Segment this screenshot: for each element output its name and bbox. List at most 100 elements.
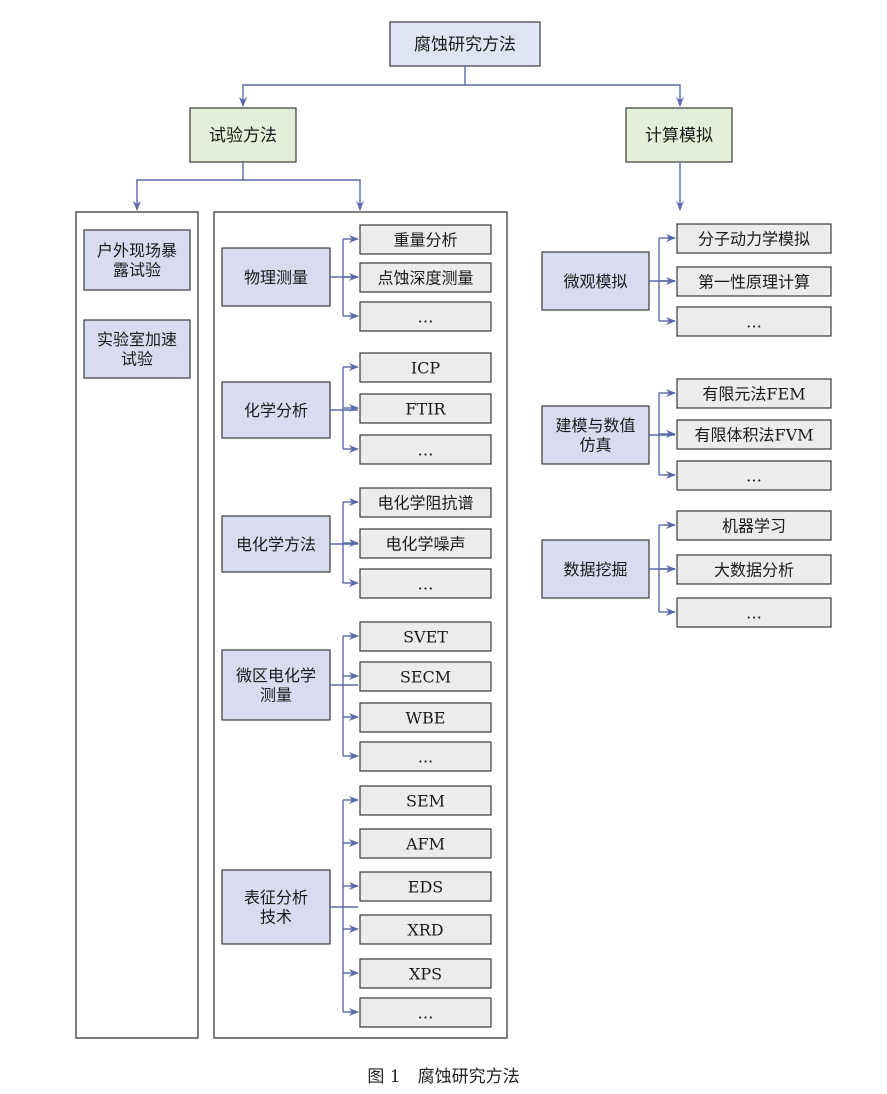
sim-leaf: 机器学习 <box>676 510 832 541</box>
method-leaf-label: SVET <box>403 627 448 646</box>
connector-line <box>243 179 364 211</box>
method-leaf: XRD <box>359 914 492 945</box>
sim-leaf: … <box>676 597 832 628</box>
method-leaf-rect <box>359 301 492 332</box>
field-test-node-1-label: 实验室加速 <box>97 330 177 349</box>
sim-leaf-label: … <box>746 603 762 622</box>
root-node: 腐蚀研究方法 <box>389 21 541 67</box>
method-leaf: ... <box>359 741 492 772</box>
method-leaf-rect <box>359 393 492 424</box>
method-category-3-label: 微区电化学 <box>236 666 316 685</box>
method-leaf-label: XRD <box>407 920 443 939</box>
sim-leaf-label: 分子动力学模拟 <box>698 229 810 248</box>
method-leaf-rect <box>359 741 492 772</box>
sim-leaf-label: 大数据分析 <box>714 560 794 579</box>
method-category-3-label: 测量 <box>260 685 292 704</box>
method-leaf-rect <box>359 661 492 692</box>
method-category-4-label: 技术 <box>260 907 292 926</box>
method-leaf-rect <box>359 702 492 733</box>
method-leaf-label: 电化学噪声 <box>385 534 465 553</box>
method-leaf-rect <box>359 352 492 383</box>
sim-leaf-rect <box>676 460 832 491</box>
method-category-0: 物理测量 <box>221 247 331 307</box>
method-leaf-rect <box>359 828 492 859</box>
method-leaf-label: EDS <box>408 877 443 896</box>
method-leaf: SVET <box>359 621 492 652</box>
node-computational-label: 计算模拟 <box>645 126 713 146</box>
method-leaf-rect <box>359 997 492 1028</box>
method-leaf: … <box>359 568 492 599</box>
node-computational: 计算模拟 <box>625 107 733 163</box>
sim-category-0-label: 微观模拟 <box>563 272 627 291</box>
method-category-0-label: 物理测量 <box>244 268 308 287</box>
sim-leaf: … <box>676 460 832 491</box>
sim-leaf-label: 第一性原理计算 <box>698 272 810 291</box>
method-leaf: … <box>359 997 492 1028</box>
method-leaf-label: … <box>418 1003 434 1022</box>
field-test-node-1-label: 试验 <box>121 349 153 368</box>
sim-category-1-label: 建模与数值 <box>555 416 635 435</box>
sim-category-2: 数据挖掘 <box>541 539 650 599</box>
sim-leaf: 分子动力学模拟 <box>676 223 832 254</box>
field-test-panel <box>75 211 199 1039</box>
method-leaf-rect <box>359 568 492 599</box>
sim-leaf-rect <box>676 419 832 450</box>
method-category-1: 化学分析 <box>221 381 331 439</box>
method-leaf-label: SECM <box>400 667 451 686</box>
method-leaf-label: … <box>418 307 434 326</box>
method-leaf: … <box>359 434 492 465</box>
method-leaf-label: 点蚀深度测量 <box>377 268 473 287</box>
sim-leaf-rect <box>676 554 832 585</box>
sim-leaf-label: 有限体积法FVM <box>694 425 813 444</box>
method-leaf-label: 重量分析 <box>393 230 457 249</box>
method-leaf-rect <box>359 528 492 559</box>
method-leaf-rect <box>359 914 492 945</box>
figure-caption: 图 1 腐蚀研究方法 <box>367 1067 520 1087</box>
method-leaf: ICP <box>359 352 492 383</box>
method-leaf: … <box>359 301 492 332</box>
method-leaf-rect <box>359 262 492 293</box>
node-experimental: 试验方法 <box>189 107 297 163</box>
sim-leaf-rect <box>676 597 832 628</box>
method-leaf-rect <box>359 434 492 465</box>
method-leaf-label: … <box>418 440 434 459</box>
method-leaf-label: ... <box>418 747 433 766</box>
method-leaf-rect <box>359 871 492 902</box>
node-computational-rect <box>625 107 733 163</box>
method-category-0-rect <box>221 247 331 307</box>
root-node-rect <box>389 21 541 67</box>
sim-leaf-rect <box>676 510 832 541</box>
sim-leaf-rect <box>676 378 832 409</box>
sim-leaf: 大数据分析 <box>676 554 832 585</box>
method-leaf: FTIR <box>359 393 492 424</box>
method-category-4-label: 表征分析 <box>244 888 308 907</box>
method-leaf-label: WBE <box>406 708 446 727</box>
method-leaf-label: ICP <box>411 358 441 377</box>
method-leaf: SEM <box>359 785 492 816</box>
sim-leaf: 有限元法FEM <box>676 378 832 409</box>
method-leaf-rect <box>359 621 492 652</box>
method-leaf: EDS <box>359 871 492 902</box>
sim-category-0-rect <box>541 251 650 311</box>
method-leaf: WBE <box>359 702 492 733</box>
sim-category-1-label: 仿真 <box>579 435 611 454</box>
method-leaf-rect <box>359 224 492 255</box>
method-category-2-label: 电化学方法 <box>236 535 316 554</box>
connector-line <box>239 66 466 107</box>
field-test-node-0-label: 露试验 <box>113 260 161 279</box>
sim-category-0: 微观模拟 <box>541 251 650 311</box>
sim-leaf: … <box>676 306 832 337</box>
method-leaf-label: 电化学阻抗谱 <box>377 493 473 512</box>
lab-methods-panel <box>213 211 508 1039</box>
method-leaf: 点蚀深度测量 <box>359 262 492 293</box>
method-leaf-rect <box>359 785 492 816</box>
sim-leaf-label: 机器学习 <box>722 516 786 535</box>
method-leaf: AFM <box>359 828 492 859</box>
sim-leaf-label: … <box>746 466 762 485</box>
method-category-2: 电化学方法 <box>221 515 331 573</box>
